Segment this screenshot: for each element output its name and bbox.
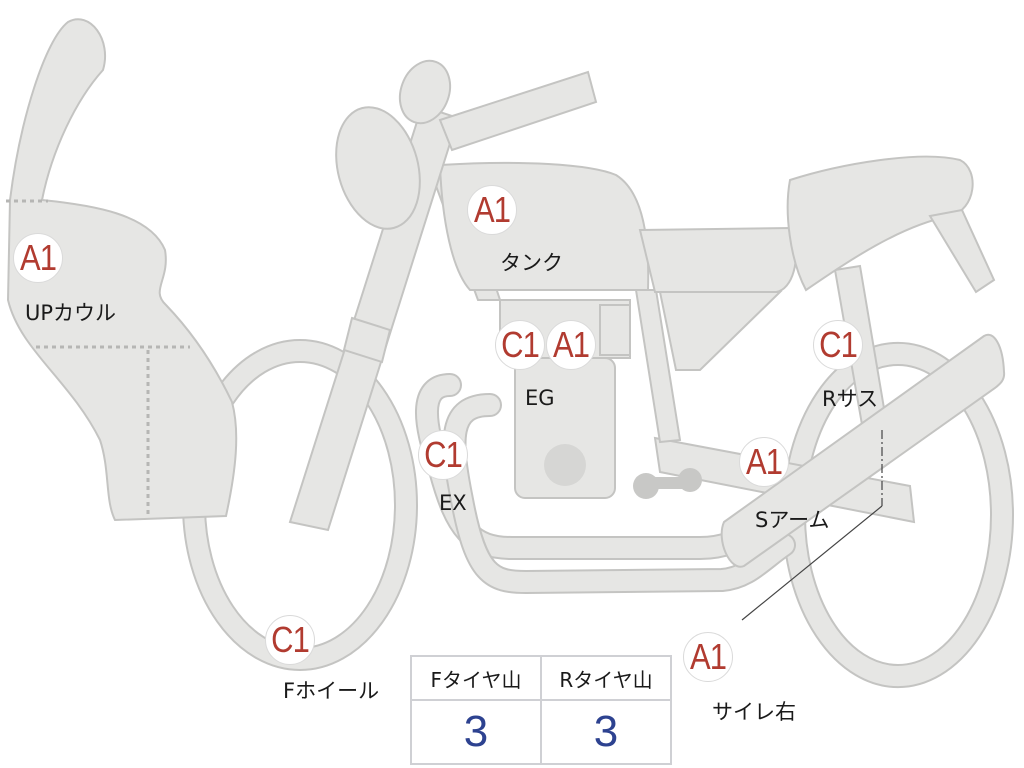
table-header-front-tire: Fタイヤ山	[412, 657, 542, 701]
muffler	[720, 333, 1006, 568]
part-label-swingarm: Sアーム	[755, 508, 830, 532]
part-label-front-wheel: Fホイール	[283, 679, 380, 703]
footpeg-end	[633, 473, 659, 499]
handlebar-mirror	[398, 59, 452, 125]
engine-clutch-cover	[544, 444, 586, 486]
grade-text: A1	[745, 441, 783, 482]
grade-badge-rear-suspension: C1	[813, 320, 863, 370]
seat-front	[638, 226, 797, 293]
tire-tread-table: Fタイヤ山 Rタイヤ山 3 3	[410, 655, 672, 765]
frame-rear-tube	[634, 289, 682, 444]
grade-badge-tank: A1	[467, 185, 517, 235]
grade-badge-upper-cowl: A1	[13, 233, 63, 283]
grade-badge-swingarm: A1	[739, 437, 789, 487]
part-label-exhaust: EX	[439, 491, 467, 515]
leader-line	[741, 505, 883, 621]
grade-text: A1	[473, 189, 511, 230]
part-label-rear-suspension: Rサス	[822, 387, 879, 411]
table-value-rear-tire: 3	[593, 707, 619, 756]
part-label-engine: EG	[525, 386, 555, 410]
fork-clamp	[342, 316, 392, 364]
table-value-front-tire: 3	[412, 701, 542, 763]
front-wheel	[181, 339, 419, 671]
frame-top-tube	[438, 70, 598, 152]
table-header-rear-tire: Rタイヤ山	[542, 657, 670, 701]
engine-cover	[599, 304, 631, 356]
grade-text: A1	[552, 324, 590, 365]
grade-badge-front-wheel: C1	[265, 615, 315, 665]
upper-cowl	[6, 18, 238, 522]
grade-badge-silencer-right: A1	[683, 632, 733, 682]
grade-text: C1	[424, 434, 463, 475]
headlight	[335, 106, 421, 230]
tail-cowl	[928, 208, 996, 294]
part-label-tank: タンク	[500, 251, 563, 275]
grade-text: A1	[19, 237, 57, 278]
grade-text: C1	[501, 324, 540, 365]
footpeg-end	[678, 468, 702, 492]
side-cover	[658, 291, 783, 371]
grade-badge-exhaust: C1	[418, 430, 468, 480]
grade-text: C1	[819, 324, 858, 365]
grade-text: C1	[271, 619, 310, 660]
grade-badge-engine-2: A1	[546, 320, 596, 370]
part-label-silencer-right: サイレ右	[712, 700, 796, 724]
grade-text: A1	[689, 636, 727, 677]
grade-badge-engine-1: C1	[495, 320, 545, 370]
part-label-upper-cowl: UPカウル	[25, 301, 117, 325]
